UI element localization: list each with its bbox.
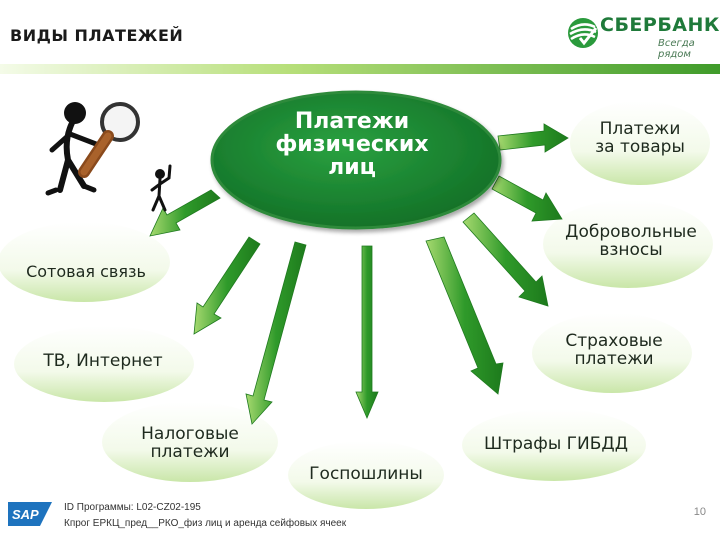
node-tax-line1: Налоговые <box>141 424 239 444</box>
arrow-to-fines <box>425 236 504 395</box>
node-goods: Платежи за товары <box>575 119 705 157</box>
stick-figure-magnifier <box>45 102 140 196</box>
node-donations-line1: Добровольные <box>565 222 697 242</box>
page-number: 10 <box>693 506 706 518</box>
node-donations-line2: взносы <box>599 239 663 260</box>
arrow-to-mobile <box>149 189 221 237</box>
node-duties: Госпошлины <box>296 464 436 484</box>
footer-info: ID Программы: L02-CZ02-195 Кпрог ЕРКЦ_пр… <box>64 500 346 532</box>
node-bg-mobile <box>0 222 170 302</box>
arrow-to-tax <box>245 241 307 425</box>
node-tax: Налоговые платежи <box>120 424 260 462</box>
node-insurance-line2: платежи <box>574 348 654 369</box>
node-bg-goods <box>570 101 710 185</box>
footer-program-id: ID Программы: L02-CZ02-195 <box>64 502 201 513</box>
node-tv-label: ТВ, Интернет <box>43 351 163 371</box>
arrow-to-tv <box>193 236 261 335</box>
sberbank-logo-icon <box>568 18 598 48</box>
node-mobile-label: Сотовая связь <box>26 262 146 281</box>
node-fines: Штрафы ГИБДД <box>472 434 640 454</box>
center-title-line1: Платежи <box>294 109 410 134</box>
node-fines-label: Штрафы ГИБДД <box>484 434 628 454</box>
node-bg-insurance <box>532 313 692 393</box>
center-title-line3: лиц <box>328 155 376 181</box>
node-insurance: Страховые платежи <box>548 331 680 369</box>
sberbank-logo: СБЕРБАНК Всегда рядом <box>566 12 719 64</box>
center-title-line2: физических <box>275 132 429 158</box>
arrow-to-duties <box>355 245 379 420</box>
node-goods-line2: за товары <box>595 136 685 157</box>
node-tv: ТВ, Интернет <box>28 351 178 371</box>
arrow-to-insurance <box>462 212 549 307</box>
logo-wordmark: СБЕРБАНК <box>600 14 720 36</box>
sap-logo-text: SAP <box>12 507 39 522</box>
node-bg-duties <box>288 441 444 509</box>
node-mobile: Сотовая связь <box>6 262 166 281</box>
node-duties-label: Госпошлины <box>309 464 423 484</box>
node-bg-tax <box>102 402 278 482</box>
page-title: ВИДЫ ПЛАТЕЖЕЙ <box>10 26 184 45</box>
header-stripe <box>0 64 720 74</box>
node-insurance-line1: Страховые <box>565 331 663 351</box>
node-goods-line1: Платежи <box>599 119 681 139</box>
node-tax-line2: платежи <box>150 441 230 462</box>
center-title: Платежи физических лиц <box>250 110 454 179</box>
node-donations: Добровольные взносы <box>548 222 714 260</box>
sap-logo <box>8 502 52 526</box>
node-bg-fines <box>462 409 646 481</box>
node-bg-donations <box>543 200 713 288</box>
arrow-to-goods <box>497 123 569 153</box>
small-stick-figure <box>150 164 172 212</box>
footer-program-name: Кпрог ЕРКЦ_пред__РКО_физ лиц и аренда се… <box>64 518 347 529</box>
center-ellipse <box>210 90 502 230</box>
logo-tagline: Всегда рядом <box>658 38 695 60</box>
arrow-to-donations <box>491 175 563 222</box>
node-bg-tv <box>14 326 194 402</box>
